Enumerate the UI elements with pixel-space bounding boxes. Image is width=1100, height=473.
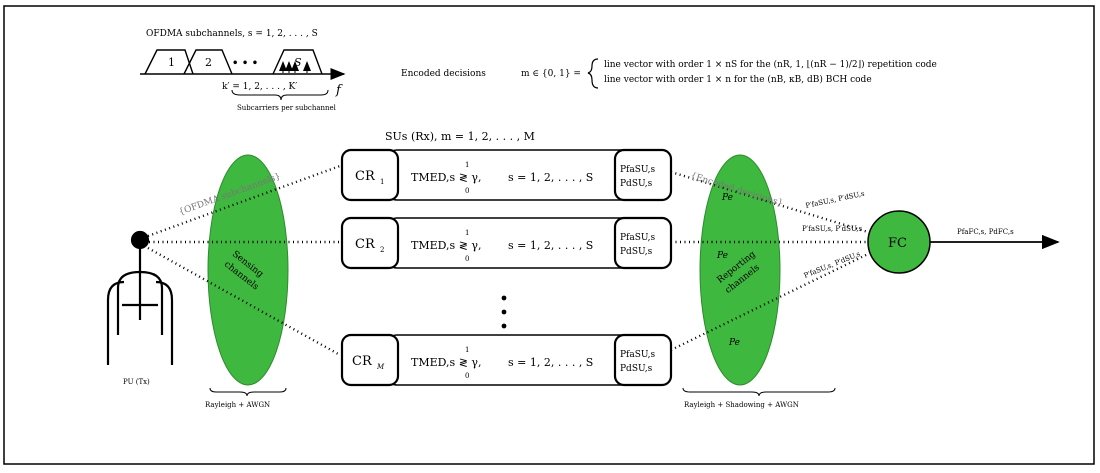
subchannel-s-shape [272,49,323,75]
cr-1-range: s = 1, 2, . . . , S [508,171,593,184]
cr-1-pfa: PfaSU,s [620,165,656,175]
encoded-decisions-case-2: line vector with order 1 × n for the (nB… [604,74,872,85]
cr-row-2: CR 2 TMED,s ≷ γ, 1 0 s = 1, 2, . . . , S… [340,216,673,270]
reporting-links [670,170,869,352]
cr-m-subscript: M [376,363,385,371]
pu-label: PU (Tx) [123,378,150,386]
cr-1-pd: PdSU,s [620,179,653,189]
cr-1-label: CR [355,169,376,184]
cr-m-pfa: PfaSU,s [620,350,656,360]
cr-row-m: CR M TMED,s ≷ γ, 1 0 s = 1, 2, . . . , S… [340,333,673,387]
subchannel-2-shape [183,49,233,75]
cr-2-test: TMED,s ≷ γ, [411,239,481,252]
cr-m-range: s = 1, 2, . . . , S [508,356,593,369]
cr-1-test-lower: 0 [465,187,469,195]
cr-m-test: TMED,s ≷ γ, [411,356,481,369]
subchannel-label-1: 1 [168,56,175,69]
pe-label-m: Pe [728,338,740,348]
cr-2-range: s = 1, 2, . . . , S [508,239,593,252]
cr-2-test-upper: 1 [465,229,469,237]
cr-m-box [340,333,400,387]
subchannel-ellipsis: • • • [232,58,258,69]
sensing-brace [209,387,287,397]
fc-input-label-1: P′faSU,s, P′dSU,s [805,190,866,210]
cr-2-pfa: PfaSU,s [620,233,656,243]
cr-m-label: CR [352,354,373,369]
reporting-channel-model: Rayleigh + Shadowing + AWGN [684,401,799,409]
encoded-decisions-case-1: line vector with order 1 × nS for the (n… [604,59,937,70]
cr-1-box [340,148,400,202]
subcarrier-brace [231,89,329,101]
pe-label-1: Pe [721,193,733,203]
fc-output-label: PfaFC,s, PdFC,s [957,228,1014,236]
ofdma-subchannel-sketch: OFDMA subchannels, s = 1, 2, . . . , S 1… [140,29,346,112]
cr-1-test: TMED,s ≷ γ, [411,171,481,184]
cr-1-subscript: 1 [380,178,384,186]
cr-1-test-upper: 1 [465,161,469,169]
cr-row-1: CR 1 TMED,s ≷ γ, 1 0 s = 1, 2, . . . , S… [340,148,673,202]
reporting-channels-ellipse [699,154,781,386]
encoded-decisions-lhs: Encoded decisions [401,69,486,79]
subchannel-1-shape [144,49,194,75]
subcarriers-per-subchannel-label: Subcarriers per subchannel [237,104,337,112]
pe-label-2: Pe [716,251,728,261]
sus-header: SUs (Rx), m = 1, 2, . . . , M [385,130,535,143]
cr-2-box [340,216,400,270]
outer-border [3,5,1095,465]
cr-m-pd: PdSU,s [620,364,653,374]
fusion-center-label: FC [888,236,907,251]
cr-2-subscript: 2 [380,246,384,254]
cr-m-test-upper: 1 [465,346,469,354]
cr-m-probability-box [613,333,673,387]
sensing-links [147,164,341,357]
frequency-axis-label: f [335,83,343,98]
cr-2-probability-box [613,216,673,270]
reporting-brace [682,387,836,397]
fc-input-label-3: P′faSU,s, P′dSU,s [803,250,862,280]
subcarrier-arrows [279,61,311,73]
subcarrier-index: k′ = 1, 2, . . . , K′ [222,82,297,92]
encoded-decisions-lhs-tail: m ∈ {0, 1} = [521,69,581,79]
vertical-ellipsis [501,295,507,329]
cr-2-label: CR [355,237,376,252]
pu-antenna-icon [106,230,174,365]
cr-1-probability-box [613,148,673,202]
sensing-channels-ellipse [207,154,289,386]
subchannel-label-2: 2 [205,56,212,69]
cr-2-pd: PdSU,s [620,247,653,257]
encoded-decisions-equation: Encoded decisions m ∈ {0, 1} = line vect… [401,58,937,89]
cr-2-test-lower: 0 [465,255,469,263]
cases-brace [587,58,599,89]
subchannels-title: OFDMA subchannels, s = 1, 2, . . . , S [146,29,318,39]
fc-input-label-2: P′faSU,s, P′dSU,s [802,225,862,233]
sensing-channel-model: Rayleigh + AWGN [205,401,270,409]
cr-m-test-lower: 0 [465,372,469,380]
